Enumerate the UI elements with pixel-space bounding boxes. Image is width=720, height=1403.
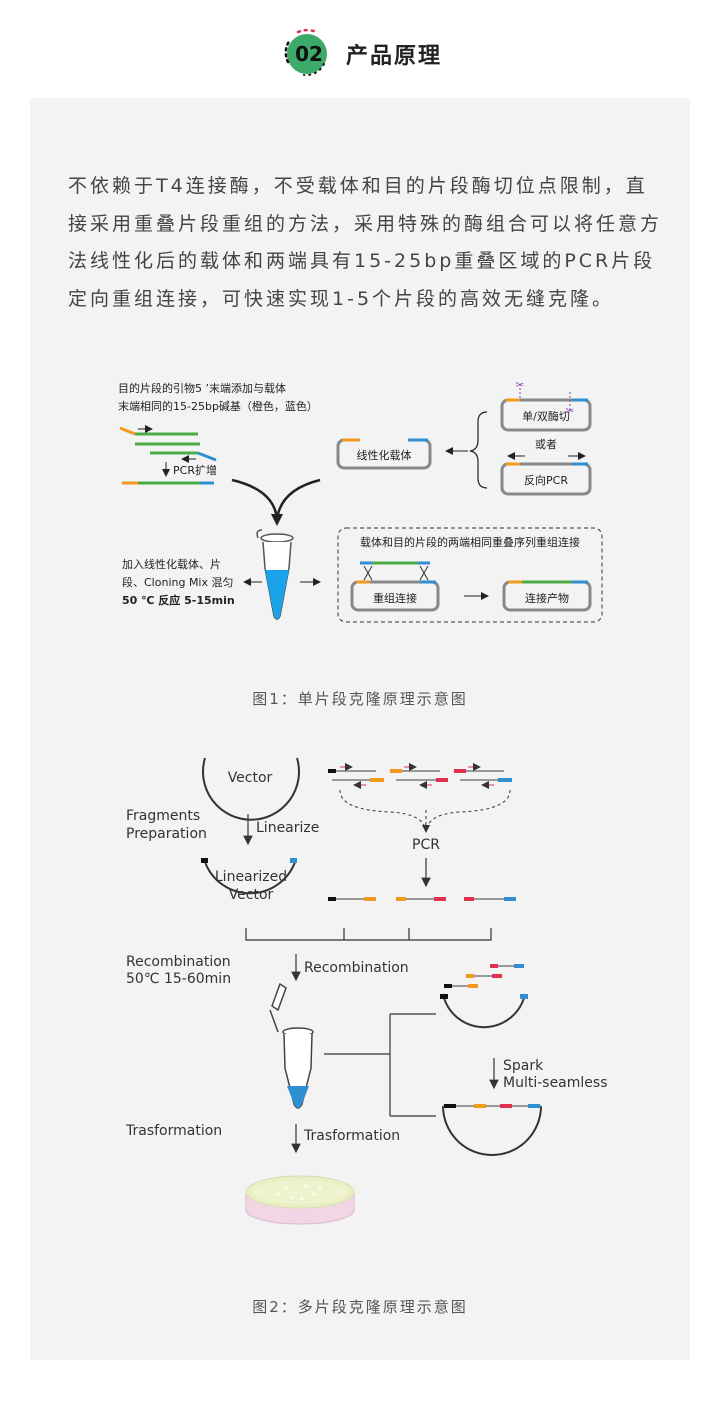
svg-text:✂: ✂ bbox=[566, 406, 574, 417]
inverse-pcr-label: 反向PCR bbox=[524, 473, 568, 487]
vector-circle bbox=[202, 757, 300, 821]
inverse-pcr-box: 反向PCR bbox=[500, 462, 592, 496]
recombination-left-line1: Recombination bbox=[126, 954, 231, 970]
linearized-label-line1: Linearized bbox=[215, 869, 287, 885]
petri-dish-icon bbox=[245, 1175, 355, 1225]
pcr-label: PCR bbox=[412, 837, 440, 853]
figure1-diagram: 目的片段的引物5 ’末端添加与载体 末端相同的15-25bp碱基（橙色，蓝色） … bbox=[118, 380, 603, 623]
section-number-badge-icon bbox=[284, 28, 327, 77]
digest-label: 单/双酶切 bbox=[522, 410, 570, 423]
pcr-amplify-label: PCR扩增 bbox=[173, 463, 217, 477]
figure2-caption: 图2：多片段克隆原理示意图 bbox=[252, 1298, 468, 1316]
final-plasmid bbox=[442, 1104, 542, 1156]
transformation-left-label: Trasformation bbox=[125, 1123, 222, 1139]
mix-note-line1: 加入线性化载体、片 bbox=[122, 557, 221, 571]
primer-note-line1: 目的片段的引物5 ’末端添加与载体 bbox=[118, 381, 286, 395]
figure2-diagram: Vector Fragments Preparation Linearize L… bbox=[125, 757, 608, 1225]
spark-label-line1: Spark bbox=[503, 1058, 544, 1074]
intro-paragraph: 不依赖于T4连接酶，不受载体和目的片段酶切位点限制，直接采用重叠片段重组的方法，… bbox=[68, 175, 663, 310]
linearize-label: Linearize bbox=[256, 820, 319, 836]
section-title: 产品原理 bbox=[346, 44, 443, 69]
recombine-diagram: 重组连接 bbox=[350, 561, 440, 612]
section-header: 02 产品原理 bbox=[0, 0, 720, 98]
spark-label-line2: Multi-seamless bbox=[503, 1075, 608, 1091]
product-diagram: 连接产物 bbox=[502, 580, 592, 612]
linearized-label-line2: Vector bbox=[229, 887, 274, 903]
pcr-products bbox=[328, 897, 516, 901]
primer-note-line2: 末端相同的15-25bp碱基（橙色，蓝色） bbox=[118, 399, 318, 413]
mix-note-line2: 段、Cloning Mix 混匀 bbox=[122, 575, 234, 589]
transformation-arrow-label: Trasformation bbox=[303, 1128, 400, 1144]
recombine-label: 重组连接 bbox=[373, 591, 417, 605]
section-number: 02 bbox=[295, 42, 323, 66]
linear-vector-label: 线性化载体 bbox=[357, 448, 412, 462]
overlap-note: 载体和目的片段的两端相同重叠序列重组连接 bbox=[360, 535, 580, 549]
linearized-vector-arc bbox=[204, 861, 296, 895]
digest-box: 单/双酶切 bbox=[500, 398, 592, 432]
recombination-arrow-label: Recombination bbox=[304, 960, 409, 976]
figure1-caption: 图1：单片段克隆原理示意图 bbox=[252, 690, 468, 708]
product-label: 连接产物 bbox=[525, 591, 569, 605]
or-label: 或者 bbox=[535, 438, 557, 451]
vector-label: Vector bbox=[228, 770, 273, 786]
fragments-label-line1: Fragments bbox=[126, 808, 200, 824]
fragments-label-line2: Preparation bbox=[126, 826, 207, 842]
recombination-left-line2: 50℃ 15-60min bbox=[126, 971, 231, 987]
reaction-condition: 50 ℃ 反应 5-15min bbox=[122, 593, 235, 607]
linear-vector-box: 线性化载体 bbox=[336, 438, 432, 470]
svg-text:✂: ✂ bbox=[516, 380, 524, 391]
reaction-tube-icon bbox=[269, 982, 314, 1109]
tube-icon bbox=[256, 529, 294, 620]
fragment-pairs bbox=[328, 763, 512, 789]
scissors-icon: ✂ ✂ bbox=[516, 380, 574, 417]
primer-strands bbox=[119, 425, 217, 463]
content-panel bbox=[30, 98, 690, 1360]
recombination-assembly bbox=[440, 964, 528, 1029]
